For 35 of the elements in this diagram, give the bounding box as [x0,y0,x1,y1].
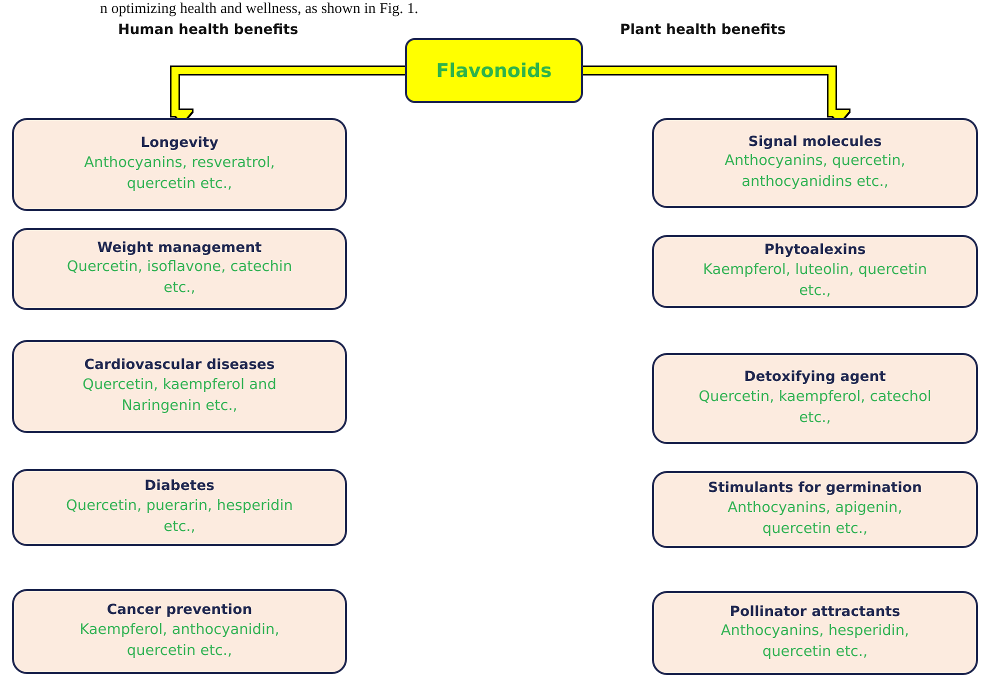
benefit-box [12,118,347,211]
example-list: Anthocyanins, apigenin, quercetin etc., [695,498,935,540]
example-list: Anthocyanins, resveratrol, quercetin etc., [60,152,300,195]
example-list: Quercetin, puerarin, hesperidin etc., [60,496,300,538]
box-heading: Longevity [140,134,218,153]
section-heading: Plant health benefits [620,22,786,39]
benefit-box [652,235,978,308]
example-list: Quercetin, kaempferol, catechol etc., [695,386,935,429]
box-heading: Detoxifying agent [744,368,886,387]
title-box [405,38,583,103]
example-list: Quercetin, kaempferol and Naringenin etc., [60,374,300,417]
benefit-box [652,591,978,675]
box-heading: Weight management [97,238,262,258]
example-list: Anthocyanins, hesperidin, quercetin etc., [695,621,935,664]
box-heading: Cardiovascular diseases [84,356,275,375]
example-list: Quercetin, isoflavone, catechin etc., [60,257,300,300]
example-list: Kaempferol, luteolin, quercetin etc., [695,260,935,302]
box-title: Flavonoids [436,60,552,82]
benefit-box [12,469,347,546]
benefit-box [12,340,347,433]
benefit-box [652,353,978,444]
section-heading: Human health benefits [118,22,298,39]
box-heading: Phytoalexins [764,241,866,260]
box-heading: Stimulants for germination [708,479,922,498]
example-list: Kaempferol, anthocyanidin, quercetin etc., [60,620,300,662]
body-text: n optimizing health and wellness, as shown in Fig. 1. [100,0,418,18]
box-heading: Signal molecules [748,132,882,152]
benefit-box [12,589,347,674]
box-heading: Cancer prevention [106,601,252,620]
benefit-box [652,471,978,548]
box-heading: Diabetes [144,477,214,496]
benefit-box [652,118,978,208]
example-list: Anthocyanins, quercetin, anthocyanidins etc., [695,151,935,194]
box-heading: Pollinator attractants [730,602,900,622]
benefit-box [12,228,347,310]
